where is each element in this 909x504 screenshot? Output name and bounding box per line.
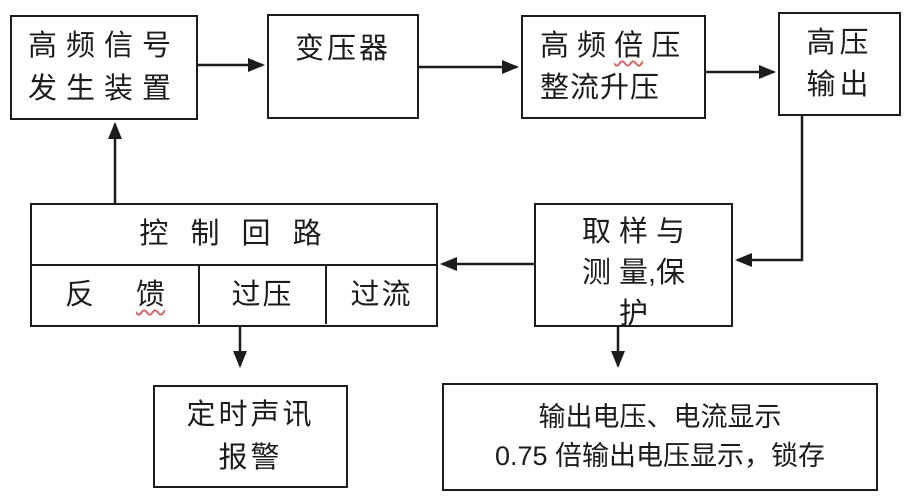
box-sampling-measure-protect: 取 样 与 测 量,保 护	[534, 203, 733, 327]
box-hv-output: 高压 输出	[778, 12, 901, 116]
box-label: 发生装置	[27, 72, 180, 105]
box-hf-voltage-doubler-rectifier: 高 频 倍 压 整流升压	[521, 15, 706, 119]
box-label: 高压	[806, 26, 873, 59]
box-label: 取 样 与	[581, 216, 686, 248]
box-label: 输出电压、电流显示	[538, 402, 782, 432]
table-control-loop: 控 制 回 路 反馈 过压 过流	[30, 203, 438, 327]
box-label: 定时声讯	[186, 398, 315, 431]
cell-overcurrent: 过流	[325, 266, 436, 324]
spellcheck-underlined-text: 倍	[614, 30, 644, 62]
spellcheck-underlined-text: 馈	[136, 278, 166, 311]
cell-overvoltage: 过压	[198, 266, 325, 324]
box-label: 变压器	[294, 33, 391, 65]
box-voltage-current-display: 输出电压、电流显示 0.75 倍输出电压显示，锁存	[442, 383, 878, 491]
box-label: 输出	[806, 69, 873, 101]
box-label: 0.75 倍输出电压显示，锁存	[494, 441, 826, 471]
control-loop-cells: 反馈 过压 过流	[32, 266, 436, 324]
control-loop-header: 控 制 回 路	[32, 205, 436, 266]
box-label: 高频信号	[27, 30, 180, 63]
box-label-clipped: 护	[618, 298, 648, 327]
cell-feedback: 反馈	[32, 266, 198, 324]
box-label: 报警	[218, 441, 283, 474]
arrow-hvoutput-to-sampling	[735, 116, 804, 267]
box-label: 测 量,保	[581, 257, 686, 289]
box-hf-signal-generator: 高频信号 发生装置	[10, 15, 198, 120]
box-timed-audio-alarm: 定时声讯 报警	[153, 385, 348, 488]
box-label: 高 频 倍 压	[540, 30, 681, 62]
box-label: 整流升压	[540, 72, 661, 105]
box-transformer: 变压器	[267, 14, 419, 119]
